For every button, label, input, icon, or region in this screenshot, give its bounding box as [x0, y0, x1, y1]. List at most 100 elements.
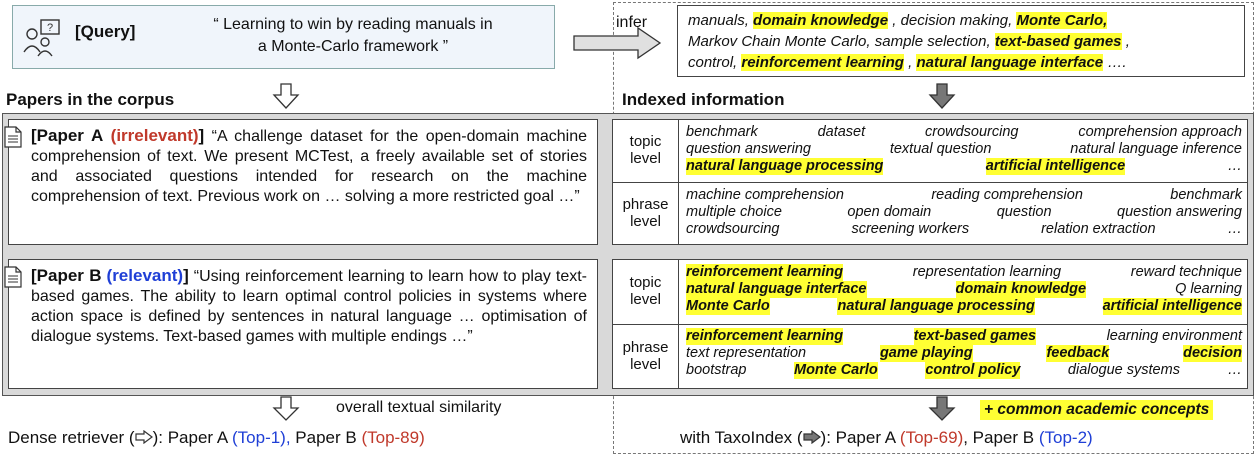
query-box: ? [Query] “ Learning to win by reading m…	[12, 5, 555, 69]
concept-term: …	[1227, 221, 1242, 237]
concept-row: bootstrap Monte Carlo control policy dialog…	[686, 362, 1242, 379]
inferred-line-3: control, reinforcement learning , natura…	[688, 52, 1234, 73]
paper-b-close: ]	[183, 266, 189, 285]
paper-b-phrase-concepts: reinforcement learning text-based games le…	[686, 328, 1242, 379]
concept-term: dialogue systems	[1067, 362, 1180, 378]
concept-term: open domain	[847, 204, 932, 220]
highlighted-concept: natural language processing	[686, 158, 884, 175]
concept-term: question answering	[1117, 204, 1242, 220]
highlighted-concept: feedback	[1046, 345, 1110, 362]
concept-term: comprehension approach	[1078, 124, 1242, 140]
filled-right-arrow-icon	[802, 429, 821, 445]
concept-term: question	[996, 204, 1052, 220]
paper-b-status: (relevant)	[106, 266, 184, 285]
paper-b-index-table: topic level phrase level reinforcement l…	[612, 259, 1248, 389]
highlighted-concept: text-based games	[994, 33, 1122, 50]
concept-term: bootstrap	[686, 362, 747, 378]
concept-term: machine comprehension	[686, 187, 844, 203]
concept-row: reinforcement learning representation lea…	[686, 264, 1242, 281]
concept-term: Q learning	[1175, 281, 1242, 297]
concept-term: , decision making,	[892, 12, 1013, 29]
svg-text:?: ?	[47, 22, 53, 34]
topic-level-label: topic level	[629, 133, 662, 167]
concept-term: question answering	[686, 141, 811, 157]
concept-term: …	[1227, 158, 1243, 174]
hollow-right-arrow-icon	[135, 429, 153, 445]
concept-term: ,	[1125, 33, 1130, 50]
highlighted-concept: control policy	[925, 362, 1021, 379]
concept-term: text representation	[686, 345, 807, 361]
concept-term: benchmark	[1170, 187, 1242, 203]
concept-term: reward technique	[1130, 264, 1242, 280]
paper-a-box: [Paper A (irrelevant)] “A challenge data…	[4, 119, 598, 245]
paper-b-text: [Paper B (relevant)] “Using reinforcemen…	[31, 266, 587, 347]
concept-term: textual question	[889, 141, 992, 157]
paper-a-abstract: “A challenge dataset for the open-domain…	[31, 128, 588, 205]
highlighted-concept: Monte Carlo,	[1016, 12, 1108, 29]
concept-term: crowdsourcing	[925, 124, 1019, 140]
concept-term: screening workers	[851, 221, 970, 237]
concept-term: …	[1227, 362, 1242, 378]
concept-row: question answering textual question natura…	[686, 141, 1242, 158]
phrase-level-label: phrase level	[622, 196, 669, 230]
taxo-paper-a-rank: (Top-69)	[899, 428, 964, 447]
document-icon	[4, 266, 22, 288]
concept-term: relation extraction	[1041, 221, 1156, 237]
paper-b-box: [Paper B (relevant)] “Using reinforcemen…	[4, 259, 598, 389]
concept-term: Markov Chain Monte Carlo, sample selecti…	[688, 33, 991, 50]
concept-term: multiple choice	[686, 204, 782, 220]
common-concepts-label: + common academic concepts	[980, 400, 1214, 420]
similarity-label: overall textual similarity	[336, 399, 502, 416]
document-icon	[4, 126, 22, 148]
concept-term: learning environment	[1106, 328, 1242, 344]
highlighted-concept: natural language interface	[686, 281, 867, 298]
inferred-concepts-box: manuals, domain knowledge , decision mak…	[677, 5, 1245, 77]
concept-term: reading comprehension	[931, 187, 1083, 203]
concept-row: crowdsourcing screening workers relation e…	[686, 221, 1242, 238]
concept-term: ,	[908, 54, 913, 71]
inferred-line-2: Markov Chain Monte Carlo, sample selecti…	[688, 31, 1234, 52]
phrase-level-label: phrase level	[622, 339, 669, 373]
query-text-line1: “ Learning to win by reading manuals in	[213, 16, 493, 33]
concept-term: benchmark	[686, 124, 758, 140]
paper-a-phrase-concepts: machine comprehension reading comprehensi…	[686, 187, 1242, 238]
highlighted-concept: game playing	[879, 345, 973, 362]
down-arrow-hollow-icon	[272, 83, 300, 109]
left-section-title: Papers in the corpus	[6, 90, 175, 109]
taxoindex-result: with TaxoIndex (): Paper A (Top-69), Pap…	[680, 428, 1093, 447]
highlighted-concept: reinforcement learning	[741, 54, 904, 71]
highlighted-concept: reinforcement learning	[686, 328, 844, 345]
concept-term: manuals,	[688, 12, 749, 29]
concept-term: natural language inference	[1070, 141, 1242, 157]
paper-a-status: (irrelevant)	[110, 126, 199, 145]
highlighted-concept: reinforcement learning	[686, 264, 844, 281]
highlighted-concept: Monte Carlo	[686, 298, 770, 315]
query-text-line2: a Monte-Carlo framework ”	[257, 38, 449, 55]
query-text: “ Learning to win by reading manuals in …	[173, 14, 533, 58]
topic-level-label: topic level	[629, 274, 662, 308]
inferred-line-1: manuals, domain knowledge , decision mak…	[688, 10, 1234, 31]
highlighted-concept: Monte Carlo	[794, 362, 878, 379]
highlighted-concept: domain knowledge	[753, 12, 889, 29]
concept-term: control,	[688, 54, 738, 71]
concept-row: reinforcement learning text-based games le…	[686, 328, 1242, 345]
highlighted-concept: text-based games	[913, 328, 1037, 345]
infer-label: infer	[616, 14, 648, 31]
user-question-icon: ?	[23, 19, 60, 57]
down-arrow-hollow-icon	[272, 396, 300, 421]
concept-term: representation learning	[912, 264, 1062, 280]
taxo-paper-b-rank: (Top-2)	[1038, 428, 1093, 447]
down-arrow-filled-icon	[928, 83, 956, 109]
infer-arrow-icon	[573, 26, 662, 60]
concept-term: crowdsourcing	[686, 221, 780, 237]
down-arrow-filled-icon	[928, 396, 956, 421]
concept-row: multiple choice open domain question questi…	[686, 204, 1242, 221]
dense-paper-a-rank: (Top-1),	[232, 428, 291, 447]
